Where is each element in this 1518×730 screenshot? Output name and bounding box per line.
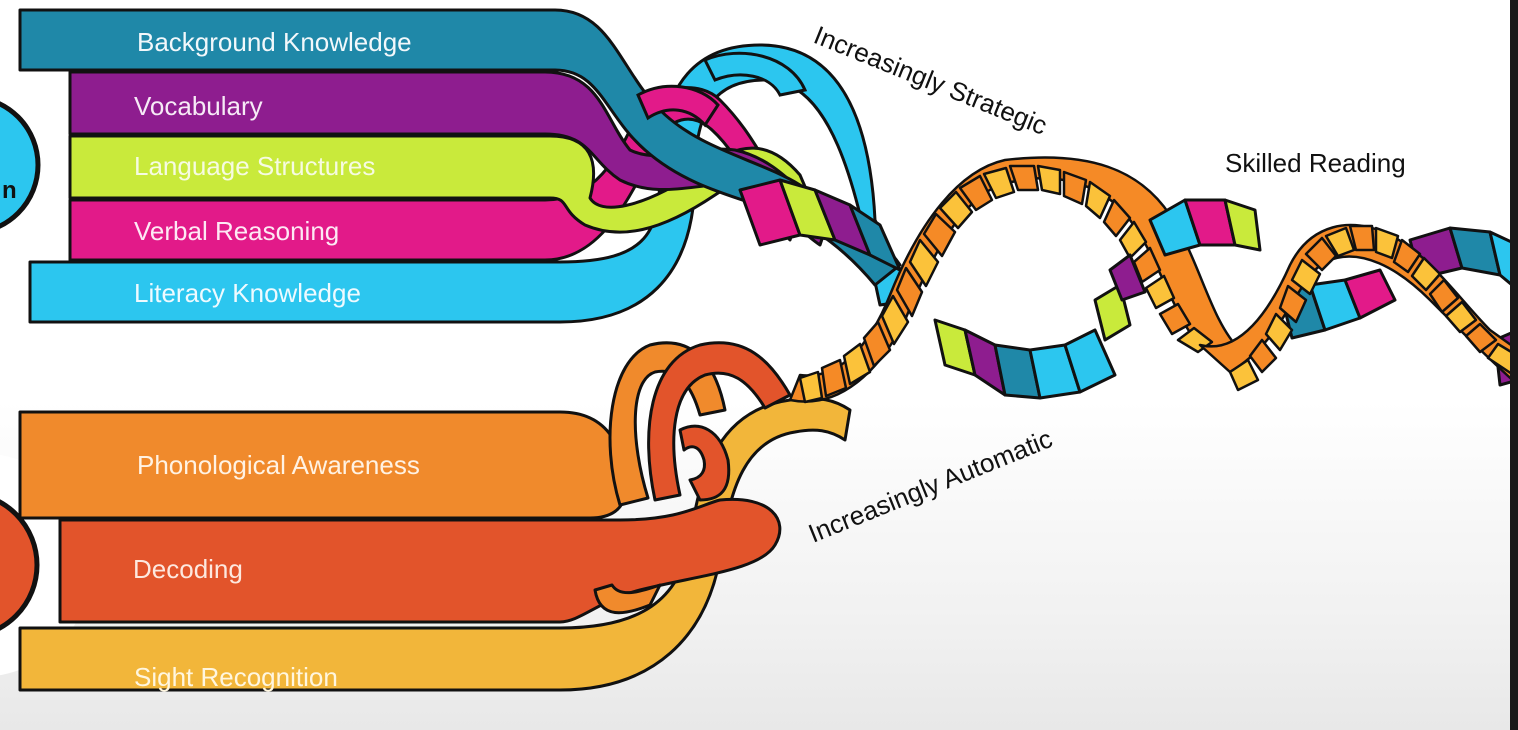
label-background-knowledge: Background Knowledge bbox=[137, 27, 412, 57]
label-vocabulary: Vocabulary bbox=[134, 91, 263, 121]
label-literacy-knowledge: Literacy Knowledge bbox=[134, 278, 361, 308]
annotation-skilled-reading: Skilled Reading bbox=[1225, 148, 1406, 178]
label-phonological-awareness: Phonological Awareness bbox=[137, 450, 420, 480]
right-edge-bar bbox=[1510, 0, 1518, 730]
label-language-structures: Language Structures bbox=[134, 151, 375, 181]
top-braid bbox=[740, 180, 900, 270]
label-decoding: Decoding bbox=[133, 554, 243, 584]
annotation-increasingly-automatic: Increasingly Automatic bbox=[804, 423, 1056, 548]
label-verbal-reasoning: Verbal Reasoning bbox=[134, 216, 339, 246]
top-circle-label: n bbox=[2, 177, 17, 204]
label-sight-recognition: Sight Recognition bbox=[134, 662, 338, 692]
